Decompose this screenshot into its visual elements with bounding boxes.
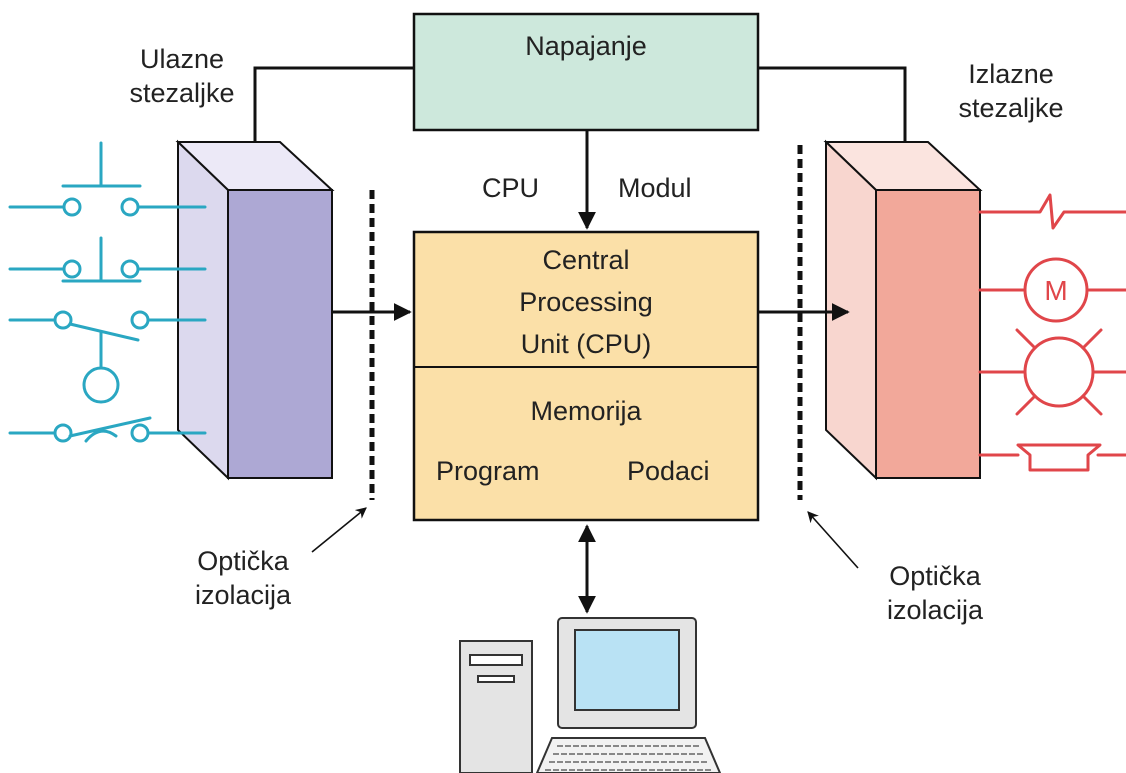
heater-icon <box>978 193 1126 230</box>
output-devices <box>978 193 1126 472</box>
motor-icon <box>978 257 1126 323</box>
input-terminals-line2: stezaljke <box>129 77 235 108</box>
power-to-output-arrow <box>758 66 914 174</box>
output-terminals-label: Izlazne stezaljke <box>936 58 1086 126</box>
input-terminals-line1: Ulazne <box>139 44 225 74</box>
float-switch-icon <box>82 330 120 404</box>
optical-isolation-right-line2: izolacija <box>886 594 984 625</box>
output-terminals-line2: stezaljke <box>958 92 1064 123</box>
power-supply-block <box>412 12 760 132</box>
input-module <box>175 139 335 481</box>
pushbutton-nc-icon <box>8 236 207 283</box>
memory-label: Memorija <box>530 396 642 426</box>
output-module-front <box>875 189 981 479</box>
optical-isolation-left-line2: izolacija <box>194 579 292 610</box>
optical-isolation-left-pointer <box>311 507 367 553</box>
output-terminals-line1: Izlazne <box>968 59 1054 89</box>
keyboard-keys <box>545 745 712 771</box>
power-lines <box>246 66 914 230</box>
drive-slot-1 <box>469 654 523 666</box>
cpu-name-label: Central Processing Unit (CPU) <box>414 239 758 365</box>
horn-icon <box>978 443 1126 472</box>
output-module-side <box>825 139 877 481</box>
power-supply-label: Napajanje <box>525 31 647 61</box>
input-module-side <box>177 139 229 481</box>
limit-switch-icon <box>8 310 207 342</box>
optical-isolation-right-line1: Optička <box>889 561 981 591</box>
module-label: Modul <box>618 173 692 203</box>
temperature-switch-icon <box>8 416 207 443</box>
output-module <box>823 139 983 481</box>
drive-slot-2 <box>477 675 515 683</box>
optical-isolation-right-pointer <box>807 511 859 569</box>
cpu-name-line2: Processing <box>519 287 653 317</box>
cpu-block <box>412 230 760 522</box>
cpu-name-line3: Unit (CPU) <box>520 329 652 359</box>
program-label: Program <box>436 456 540 486</box>
monitor-screen <box>574 629 680 711</box>
cpu-name-line1: Central <box>542 245 630 275</box>
optical-isolation-left-line1: Optička <box>197 546 289 576</box>
data-label: Podaci <box>627 456 710 486</box>
input-module-front <box>227 189 333 479</box>
optical-isolation-left-label: Optička izolacija <box>168 545 318 613</box>
personal-computer-icon <box>459 617 722 773</box>
power-to-input-arrow <box>246 66 414 174</box>
input-terminals-label: Ulazne stezaljke <box>112 43 252 111</box>
keyboard <box>535 737 722 773</box>
signal-arrows <box>332 303 850 614</box>
cpu-label: CPU <box>482 173 540 203</box>
optical-isolation-right-label: Optička izolacija <box>860 560 1010 628</box>
lamp-icon <box>978 328 1126 416</box>
input-devices <box>8 141 207 443</box>
pushbutton-no-icon <box>8 141 207 217</box>
motor-symbol-label: M <box>1044 275 1067 306</box>
